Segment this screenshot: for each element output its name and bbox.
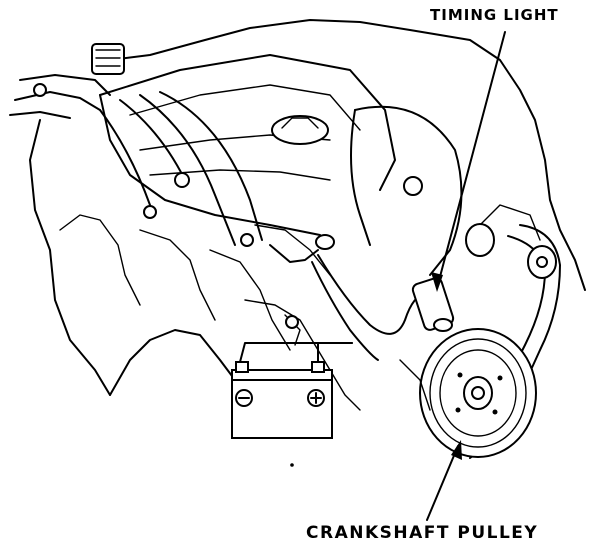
spark-plug-wires: [99, 91, 263, 247]
battery: [231, 361, 333, 439]
timing-light-leads: [239, 254, 431, 363]
crankshaft-pulley-label: CRANKSHAFT PULLEY: [306, 523, 539, 543]
timing-light-clamp: [269, 234, 335, 263]
lower-engine-details: [284, 314, 431, 467]
timing-belt-cover: [350, 105, 541, 276]
distributor: [9, 43, 125, 119]
crankshaft-pulley: [419, 224, 561, 459]
crankshaft-pulley-arrow: [426, 440, 462, 521]
timing-light: [411, 277, 455, 332]
timing-light-label: TIMING LIGHT: [430, 6, 559, 24]
timing-light-arrow: [431, 31, 506, 292]
engine-block: [29, 19, 586, 411]
